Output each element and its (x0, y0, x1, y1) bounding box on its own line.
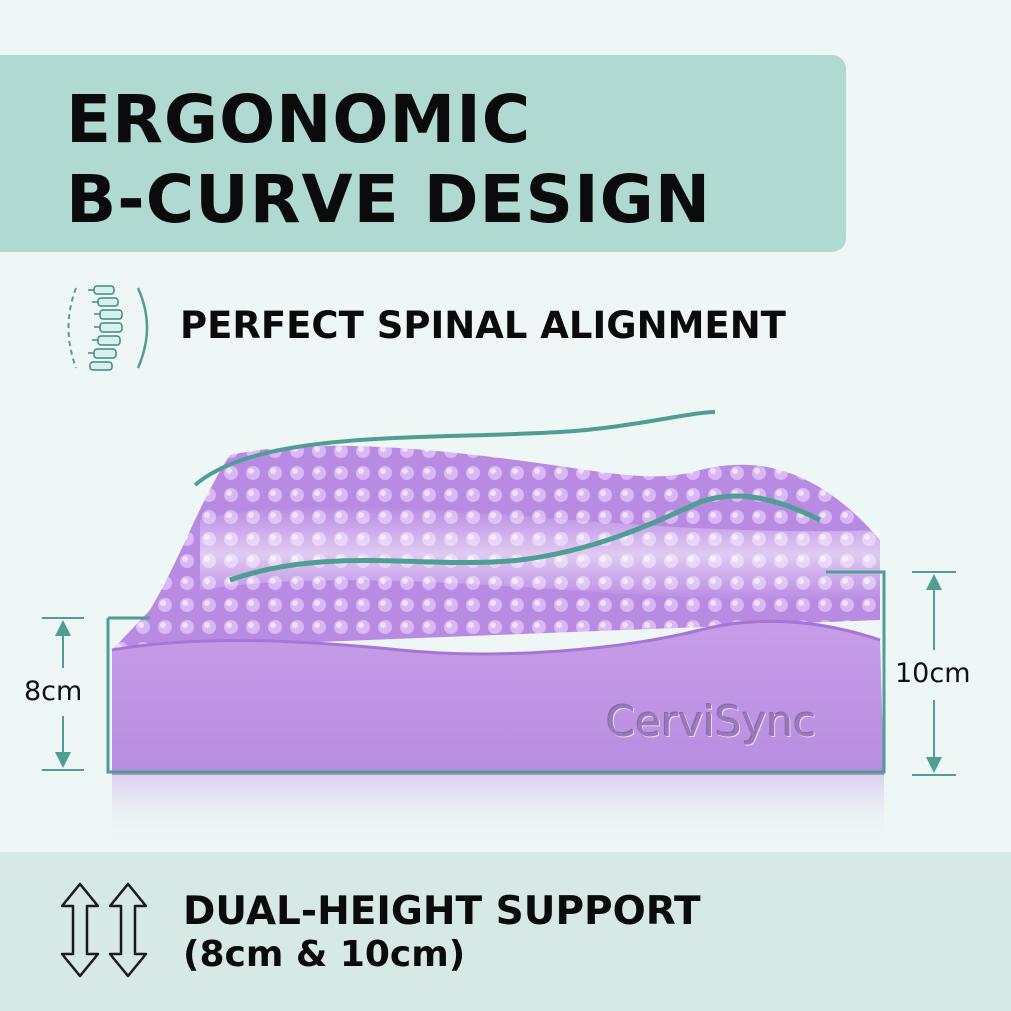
height-low-label: 8cm (24, 676, 83, 707)
pillow-illustration (42, 410, 956, 845)
height-high-label: 10cm (895, 658, 971, 689)
title-banner: ERGONOMIC B-CURVE DESIGN (0, 55, 846, 252)
dual-height-label: DUAL-HEIGHT SUPPORT (183, 889, 701, 934)
spinal-alignment-label: PERFECT SPINAL ALIGNMENT (180, 304, 786, 347)
footer-band (0, 852, 1011, 1011)
title-line-1: ERGONOMIC (66, 81, 532, 158)
brand-logo: CerviSync (606, 697, 817, 746)
spine-icon (67, 285, 149, 371)
dual-height-values: (8cm & 10cm) (183, 934, 466, 975)
double-arrow-icon (60, 882, 148, 978)
title-line-2: B-CURVE DESIGN (66, 161, 712, 238)
